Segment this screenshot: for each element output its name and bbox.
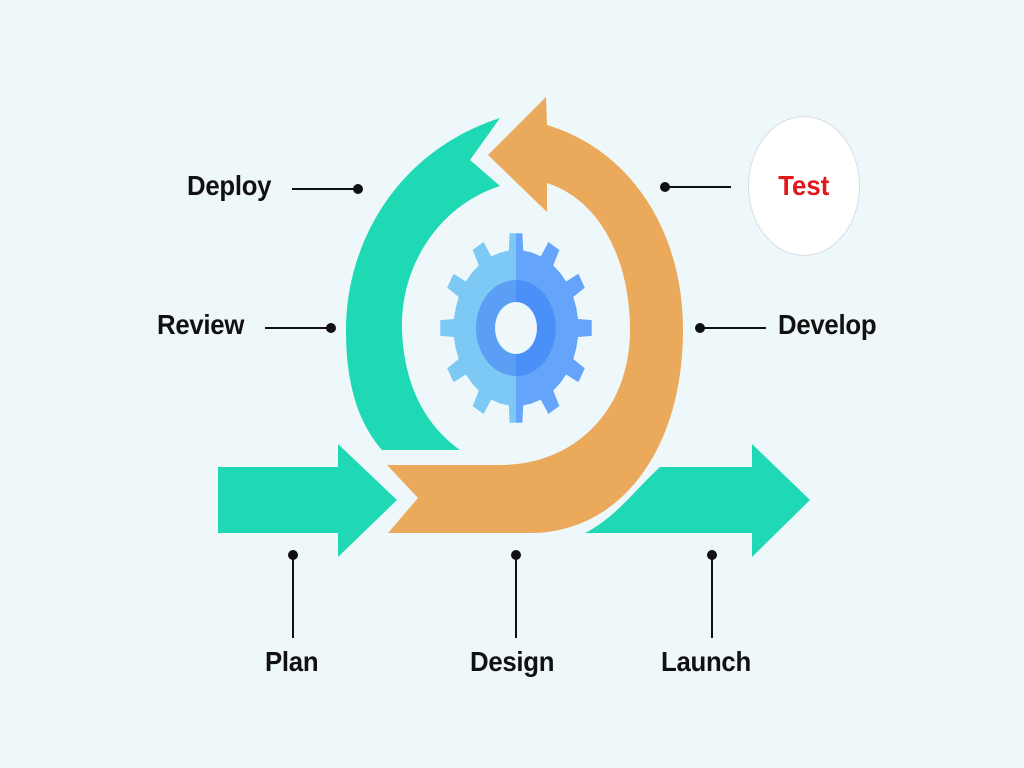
launch-dot [707, 550, 717, 560]
orange-cycle-arrow [387, 97, 683, 533]
stage-label-test: Test [778, 170, 830, 201]
deploy-dot [353, 184, 363, 194]
teal-cycle-arrow [346, 118, 500, 450]
plan-dot [288, 550, 298, 560]
gear-hole [495, 302, 537, 354]
design-dot [511, 550, 521, 560]
stage-label-develop: Develop [778, 309, 877, 340]
stage-label-review: Review [157, 309, 245, 340]
stage-label-launch: Launch [661, 646, 751, 677]
stage-label-design: Design [470, 646, 555, 677]
stage-label-deploy: Deploy [187, 170, 272, 201]
develop-dot [695, 323, 705, 333]
test-dot [660, 182, 670, 192]
stage-label-plan: Plan [265, 646, 319, 677]
test-stage-badge: Test [748, 116, 860, 256]
launch-arrow [585, 444, 810, 557]
review-dot [326, 323, 336, 333]
plan-arrow [218, 444, 397, 557]
gear-icon [440, 233, 592, 423]
